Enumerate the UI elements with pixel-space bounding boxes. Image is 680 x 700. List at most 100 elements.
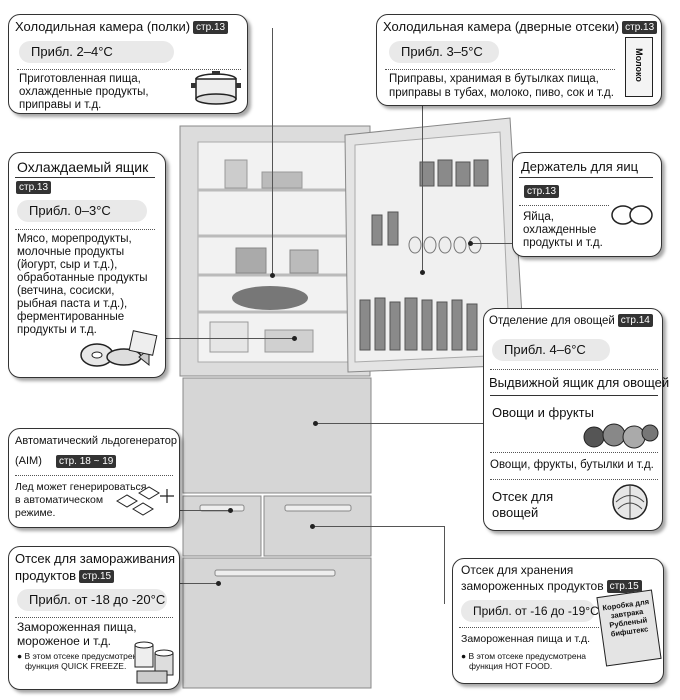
panel-title-line: Отсек для замораживания xyxy=(15,551,176,566)
meat-fish-icon xyxy=(80,330,158,367)
lunch-box-package-icon: Коробка для завтрака Рубленый бифштекс xyxy=(596,589,662,667)
panel-title: Холодильная камера (полки)стр.13 xyxy=(15,19,229,34)
connector-dot xyxy=(228,508,233,513)
title-separator xyxy=(519,177,653,178)
ice-maker-panel: Автоматический льдогенератор (AIM) стр. … xyxy=(8,428,180,528)
description-line: ферментированные xyxy=(17,311,125,323)
temperature-pill: Прибл. 4–6°C xyxy=(492,339,610,361)
fridge-door-panel: Холодильная камера (дверные отсеки)стр.1… xyxy=(376,14,662,106)
panel-title-text: Отделение для овощей xyxy=(489,315,615,327)
note-line: ● В этом отсеке предусмотрена xyxy=(461,651,587,661)
upper-items-text: Овощи и фрукты xyxy=(492,405,594,420)
page-reference-badge: стр.15 xyxy=(606,580,642,593)
page-reference-badge: стр.13 xyxy=(193,21,229,34)
panel-title-text: Держатель для яиц xyxy=(521,159,639,174)
description-line: Приправы, хранимая в бутылках пища, xyxy=(389,73,599,85)
temperature-pill: Прибл. от -16 до -19°C xyxy=(461,600,599,622)
note-line: ● В этом отсеке предусмотрена xyxy=(17,651,143,661)
temperature-pill: Прибл. 0–3°C xyxy=(17,200,147,222)
note-line: функция QUICK FREEZE. xyxy=(25,661,127,671)
description-line: охлажденные продукты, xyxy=(19,86,149,98)
title-separator xyxy=(490,395,658,396)
description-line: обработанные продукты xyxy=(17,272,148,284)
dotted-divider xyxy=(490,479,658,480)
connector-dot xyxy=(313,421,318,426)
panel-subtitle: (AIM) xyxy=(15,455,42,467)
description-line: (ветчина, сосиски, xyxy=(17,285,115,297)
temperature-pill: Прибл. 2–4°C xyxy=(19,41,174,63)
connector-line xyxy=(315,423,483,424)
description-line: Приготовленная пища, xyxy=(19,73,141,85)
dotted-divider xyxy=(15,475,173,476)
frozen-storage-panel: Отсек для хранения замороженных продукто… xyxy=(452,558,664,684)
chilled-drawer-panel: Охлаждаемый ящик стр.13 Прибл. 0–3°C Мяс… xyxy=(8,152,166,378)
eggs-icon xyxy=(611,205,653,225)
connector-dot xyxy=(292,336,297,341)
drawer-title: Выдвижной ящик для овощей xyxy=(489,375,670,390)
connector-dot xyxy=(270,273,275,278)
description-line: (йогурт, сыр и т.д.), xyxy=(17,259,118,271)
description-line: Лед может генерироваться xyxy=(15,481,147,493)
note-line: функция HOT FOOD. xyxy=(469,661,553,671)
connector-line xyxy=(178,510,230,511)
connector-line xyxy=(272,28,273,276)
page-reference-badge: стр.15 xyxy=(79,570,115,583)
connector-line xyxy=(422,105,423,273)
dotted-divider xyxy=(15,229,155,230)
description-line: продукты и т.д. xyxy=(17,324,97,336)
lower-items-text: Овощи, фрукты, бутылки и т.д. xyxy=(490,459,654,471)
description-line: в автоматическом xyxy=(15,494,104,506)
page-reference-badge: стр.13 xyxy=(622,21,658,34)
dotted-divider xyxy=(490,369,658,370)
connector-line xyxy=(444,526,445,604)
description-line: молочные продукты xyxy=(17,246,125,258)
dotted-divider xyxy=(490,452,658,453)
panel-title-text: Автоматический льдогенератор xyxy=(15,435,178,447)
vegetables-fruits-icon xyxy=(583,423,659,449)
ice-cream-tubs-icon xyxy=(134,641,174,684)
connector-dot xyxy=(216,581,221,586)
note-text: В этом отсеке предусмотрена xyxy=(468,651,587,661)
description-line: Мясо, морепродукты, xyxy=(17,233,132,245)
description-line: охлажденные xyxy=(523,224,597,236)
dotted-divider xyxy=(15,617,173,618)
description-line: приправы в тубах, молоко, пиво, сок и т.… xyxy=(389,87,614,99)
description-line: приправы и т.д. xyxy=(19,99,102,111)
dotted-divider xyxy=(519,205,609,206)
page-reference-badge: стр.14 xyxy=(617,314,653,327)
milk-label: Молоко xyxy=(634,48,644,82)
dotted-divider xyxy=(17,69,241,70)
description-text: Замороженная пища и т.д. xyxy=(461,633,591,645)
panel-title-text: Холодильная камера (полки) xyxy=(15,19,191,34)
connector-dot xyxy=(310,524,315,529)
description-line: продукты и т.д. xyxy=(523,237,603,249)
connector-line xyxy=(155,338,295,339)
description-line: мороженое и т.д. xyxy=(17,634,112,648)
panel-title-text: Холодильная камера (дверные отсеки) xyxy=(383,19,620,34)
panel-title: Холодильная камера (дверные отсеки)стр.1… xyxy=(383,19,658,34)
ice-cubes-icon xyxy=(116,486,174,516)
page-reference-badge: стр.13 xyxy=(16,181,52,194)
connector-dot xyxy=(468,241,473,246)
note-text: В этом отсеке предусмотрена xyxy=(24,651,143,661)
vegetable-drawer-front xyxy=(182,377,372,494)
panel-title-line: Отсек для хранения xyxy=(461,563,574,577)
panel-title-line: замороженных продуктов xyxy=(461,579,604,593)
connector-dot xyxy=(420,270,425,275)
dotted-divider xyxy=(385,69,615,70)
temperature-pill: Прибл. 3–5°C xyxy=(389,41,499,63)
temperature-pill: Прибл. от -18 до -20°C xyxy=(17,589,167,611)
fridge-shelves-panel: Холодильная камера (полки)стр.13 Прибл. … xyxy=(8,14,248,114)
bin-label-line: Отсек для xyxy=(492,489,554,504)
connector-line xyxy=(470,243,512,244)
connector-line xyxy=(178,583,218,584)
cooking-pot-icon xyxy=(191,71,241,105)
panel-title-line: продуктов xyxy=(15,568,77,583)
title-separator xyxy=(15,177,155,178)
